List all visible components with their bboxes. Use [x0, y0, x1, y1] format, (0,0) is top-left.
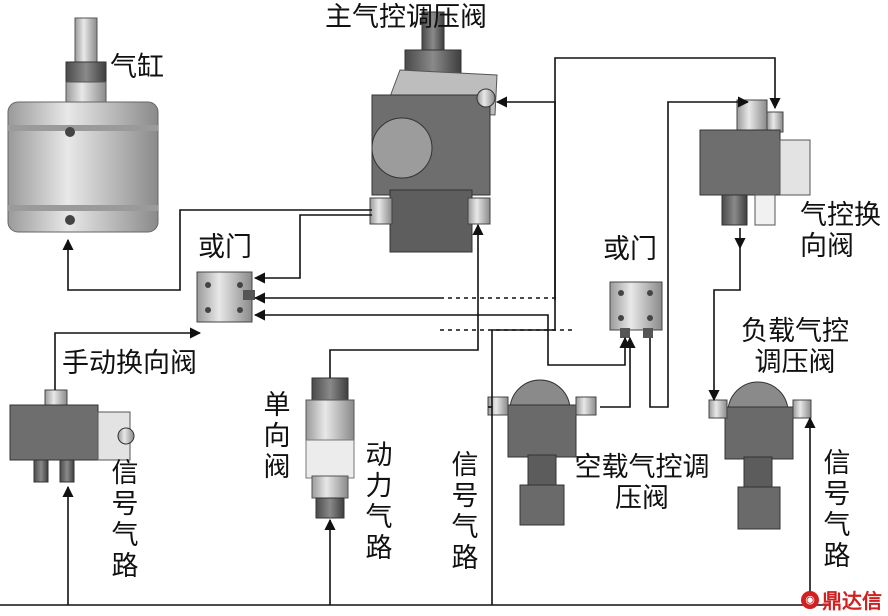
label-signal-mid: 信号气路 — [451, 450, 479, 575]
noload-to-switch — [649, 96, 750, 408]
pipes — [0, 57, 830, 606]
label-signal-left: 信号气路 — [111, 458, 139, 583]
cylinder — [7, 17, 159, 233]
pilot-to-main — [495, 96, 556, 300]
label-or-gate-right: 或门 — [603, 234, 657, 265]
label-power-line: 动力气路 — [365, 440, 393, 565]
label-signal-right: 信号气路 — [823, 448, 851, 573]
load-regulating-valve — [708, 381, 812, 530]
label-check-valve: 单向阀 — [263, 390, 291, 484]
label-or-gate-left: 或门 — [198, 232, 252, 263]
watermark-logo-icon: ◉ — [801, 590, 819, 609]
switch-to-load — [708, 248, 741, 402]
pneumatic-switching-valve — [699, 99, 811, 226]
check-valve — [305, 377, 355, 519]
label-pneu-switch-valve: 气控换向阀 — [800, 200, 881, 263]
or-right-link — [440, 314, 631, 366]
watermark: ◉ 鼎达信 — [801, 585, 882, 614]
manual-to-or — [54, 327, 202, 390]
label-noload-valve: 空载气控调压阀 — [574, 452, 710, 515]
label-manual-valve: 手动换向阀 — [62, 348, 197, 379]
main-to-cylinder — [62, 209, 372, 291]
or-gate-left — [196, 271, 255, 323]
power-line-upper — [329, 223, 484, 378]
watermark-text: 鼎达信 — [822, 589, 882, 613]
main-regulating-valve — [369, 11, 498, 253]
label-load-valve: 负载气控调压阀 — [741, 316, 849, 379]
noload-to-or-right — [600, 336, 636, 408]
noload-regulating-valve — [487, 379, 597, 526]
or-gate-right — [609, 281, 663, 338]
label-cylinder: 气缸 — [110, 52, 164, 83]
main-to-or-left — [253, 214, 372, 284]
manual-switching-valve — [9, 389, 135, 483]
label-main-valve: 主气控调压阀 — [325, 2, 487, 33]
